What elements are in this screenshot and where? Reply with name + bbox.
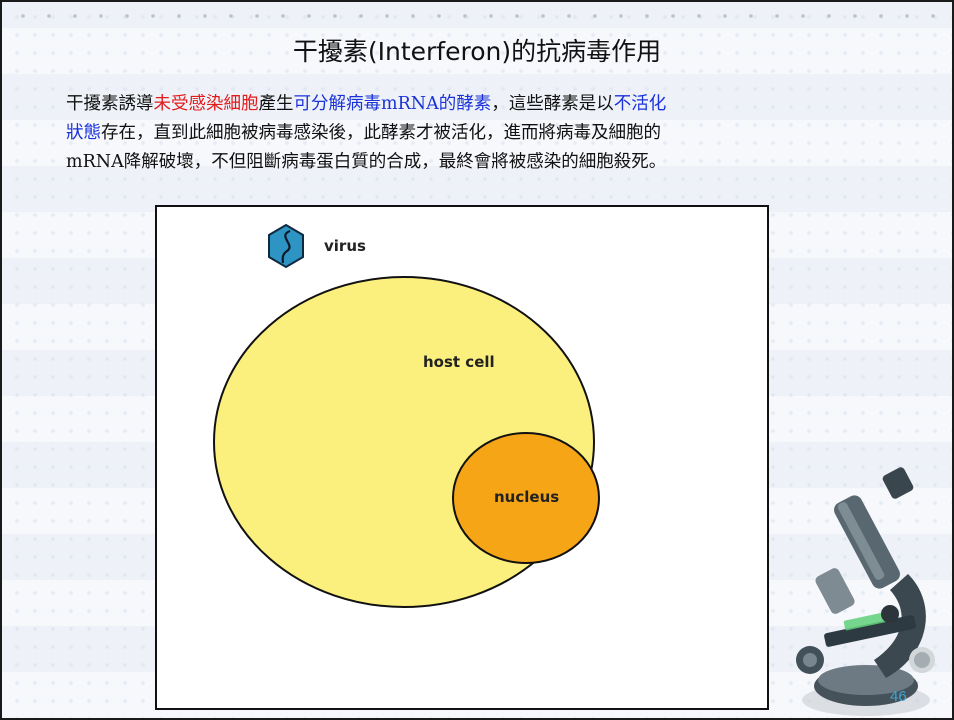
body-text-segment: 干擾素誘導 [66,94,154,114]
body-line-1: 干擾素誘導未受感染細胞產生可分解病毒mRNA的酵素，這些酵素是以不活化 [66,90,896,119]
highlight-uninfected-cells: 未受感染細胞 [153,94,259,114]
highlight-enzyme: 可分解病毒mRNA的酵素 [293,94,492,114]
top-dotted-border [2,2,952,30]
virus-icon [268,223,304,269]
nucleus-shape [452,432,600,564]
slide-title: 干擾素(Interferon)的抗病毒作用 [292,37,662,66]
microscope-icon [796,467,935,716]
host-cell-label: host cell [423,353,495,371]
body-text-segment: 產生 [258,94,294,114]
diagram-svg [213,223,600,608]
body-text-segment: mRNA降解破壞，不但阻斷病毒蛋白質的合成，最終會將被感染的細胞殺死。 [66,152,667,172]
diagram-panel: virus host cell nucleus [155,205,769,710]
highlight-inactive-state: 不活化 [613,94,667,114]
virus-label: virus [324,237,366,255]
body-text: 干擾素誘導未受感染細胞產生可分解病毒mRNA的酵素，這些酵素是以不活化 狀態存在… [66,90,896,177]
body-line-3: mRNA降解破壞，不但阻斷病毒蛋白質的合成，最終會將被感染的細胞殺死。 [66,148,896,177]
nucleus-label: nucleus [494,488,560,506]
body-line-2: 狀態存在，直到此細胞被病毒感染後，此酵素才被活化，進而將病毒及細胞的 [66,119,896,148]
highlight-inactive-state-cont: 狀態 [66,123,101,143]
body-text-segment: ，這些酵素是以 [491,94,614,114]
page-number: 46 [890,688,907,705]
body-text-segment: 存在，直到此細胞被病毒感染後，此酵素才被活化，進而將病毒及細胞的 [101,123,661,143]
